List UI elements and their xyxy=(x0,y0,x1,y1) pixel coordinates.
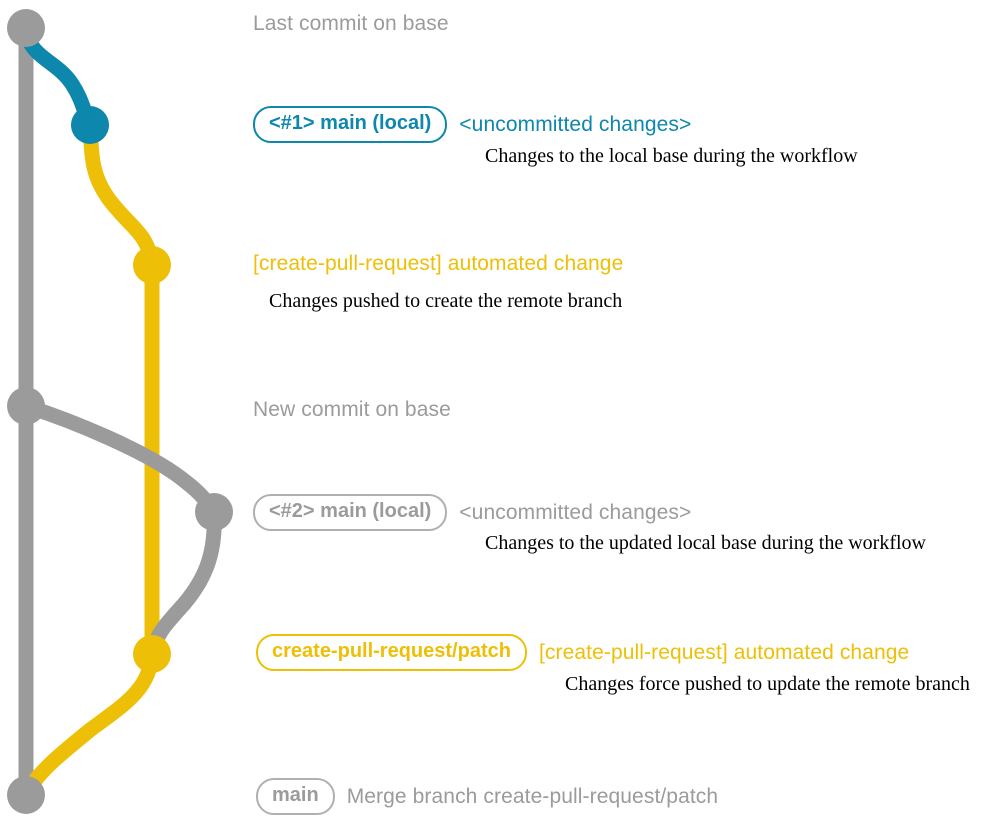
commit-description-local-2: Changes to the updated local base during… xyxy=(485,532,926,554)
entry-local-1: <#1> main (local) <uncommitted changes> xyxy=(253,106,691,143)
node-base-last-commit[interactable] xyxy=(7,9,45,47)
commit-description-remote-2: Changes force pushed to update the remot… xyxy=(565,673,970,695)
commit-subject-local-2: <uncommitted changes> xyxy=(459,500,692,524)
commit-heading: New commit on base xyxy=(253,398,451,421)
node-base-new-commit[interactable] xyxy=(7,387,45,425)
edge-local-2-to-remote-2 xyxy=(144,504,222,662)
entry-merge: main Merge branch create-pull-request/pa… xyxy=(256,778,718,815)
node-base-merge-commit[interactable] xyxy=(7,776,45,814)
commit-subject-local-1: <uncommitted changes> xyxy=(459,112,692,136)
edge-remote-2-to-merge xyxy=(18,646,160,803)
commit-subject-remote-2: [create-pull-request] automated change xyxy=(538,640,910,664)
branch-label-local-1[interactable]: <#1> main (local) xyxy=(253,106,448,143)
commit-subject-remote-1: [create-pull-request] automated change xyxy=(253,252,624,275)
node-remote-automated-change-2[interactable] xyxy=(133,635,171,673)
branch-label-create-pull-request-patch[interactable]: create-pull-request/patch xyxy=(256,634,527,671)
entry-local-2: <#2> main (local) <uncommitted changes> xyxy=(253,494,691,531)
commit-subject-merge: Merge branch create-pull-request/patch xyxy=(346,784,719,808)
entry-remote-1: [create-pull-request] automated change xyxy=(253,252,623,276)
branch-label-local-2[interactable]: <#2> main (local) xyxy=(253,494,448,531)
entry-last-commit-on-base: Last commit on base xyxy=(253,12,449,36)
branch-label-main[interactable]: main xyxy=(256,778,335,815)
entry-remote-2: create-pull-request/patch [create-pull-r… xyxy=(256,634,909,671)
commit-heading: Last commit on base xyxy=(253,12,449,35)
node-local-1-uncommitted[interactable] xyxy=(71,106,109,144)
node-local-2-uncommitted[interactable] xyxy=(195,493,233,531)
entry-new-commit-on-base: New commit on base xyxy=(253,398,451,422)
node-remote-automated-change-1[interactable] xyxy=(133,246,171,284)
commit-description-remote-1: Changes pushed to create the remote bran… xyxy=(269,290,623,312)
edge-local-1-to-remote-1 xyxy=(82,117,160,273)
edge-base-to-local-2 xyxy=(18,398,222,520)
commit-description-local-1: Changes to the local base during the wor… xyxy=(485,145,858,167)
